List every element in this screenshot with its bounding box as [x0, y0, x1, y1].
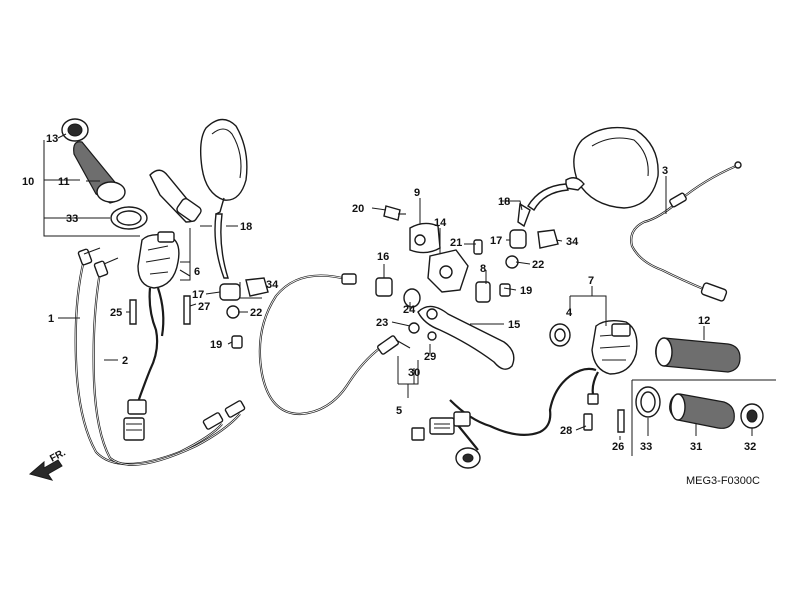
callout-34b: 34	[566, 236, 579, 248]
grip-heater-box	[631, 379, 776, 456]
callout-33b: 33	[640, 441, 652, 453]
callout-34: 34	[266, 279, 279, 291]
throttle-cable	[630, 161, 742, 302]
clutch-lever-assembly	[375, 205, 515, 370]
callout-32: 32	[744, 441, 756, 453]
callout-18b: 18	[498, 196, 510, 208]
left-cables	[74, 247, 246, 466]
center-harness	[411, 367, 597, 469]
right-switch-housing	[549, 319, 638, 433]
left-switch-housing	[123, 231, 191, 441]
callout-11: 11	[58, 176, 70, 188]
callout-27: 27	[198, 301, 210, 313]
callout-6: 6	[194, 266, 200, 278]
callout-2: 2	[122, 355, 128, 367]
front-label: FR.	[48, 447, 68, 464]
callout-18: 18	[240, 221, 252, 233]
left-small-parts	[129, 277, 269, 349]
callout-19: 19	[210, 339, 222, 351]
callout-23: 23	[376, 317, 388, 329]
front-arrow: FR.	[28, 447, 68, 481]
callout-28: 28	[560, 425, 572, 437]
callout-labels: 13 10 11 33 1 2 6 18 17 34 27 22 25 19 9…	[22, 133, 756, 453]
callout-26: 26	[612, 441, 624, 453]
right-mirror	[517, 126, 659, 228]
callout-29: 29	[424, 351, 436, 363]
callout-19b: 19	[520, 285, 532, 297]
callout-5: 5	[396, 405, 402, 417]
clutch-cable-long	[258, 273, 411, 416]
callout-3: 3	[662, 165, 668, 177]
left-mirror	[199, 118, 248, 279]
callout-1: 1	[48, 313, 54, 325]
callout-4: 4	[566, 307, 573, 319]
callout-8: 8	[480, 263, 486, 275]
drawing-code: MEG3-F0300C	[686, 475, 760, 487]
callout-33: 33	[66, 213, 78, 225]
callout-22b: 22	[532, 259, 544, 271]
callout-30: 30	[408, 367, 420, 379]
leader-lines	[43, 133, 753, 440]
callout-16: 16	[377, 251, 389, 263]
left-grip-assembly	[61, 118, 202, 230]
callout-14: 14	[434, 217, 447, 229]
callout-12: 12	[698, 315, 710, 327]
callout-17: 17	[192, 289, 204, 301]
callout-15: 15	[508, 319, 520, 331]
callout-13: 13	[46, 133, 58, 145]
callout-17b: 17	[490, 235, 502, 247]
callout-31: 31	[690, 441, 702, 453]
callout-20: 20	[352, 203, 364, 215]
callout-21: 21	[450, 237, 462, 249]
callout-24: 24	[403, 304, 416, 316]
right-grip	[655, 337, 741, 373]
callout-22: 22	[250, 307, 262, 319]
right-mirror-nuts	[499, 229, 559, 297]
callout-25: 25	[110, 307, 122, 319]
callout-10: 10	[22, 176, 34, 188]
callout-9: 9	[414, 187, 420, 199]
callout-7: 7	[588, 275, 594, 287]
